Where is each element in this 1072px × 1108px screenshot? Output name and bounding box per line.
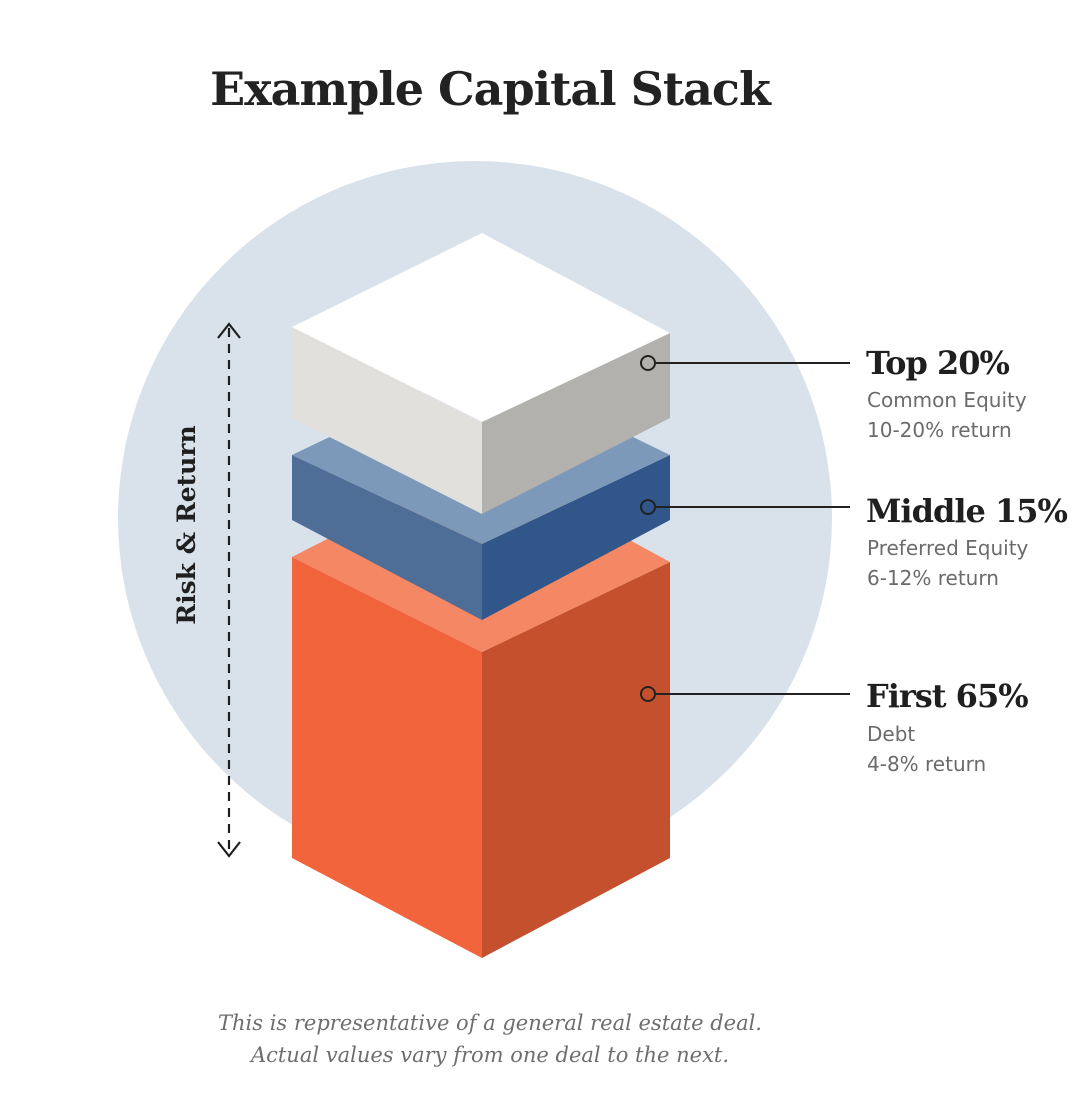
common-block-top-face: [292, 233, 670, 422]
common-equity-block: [292, 233, 670, 514]
debt-block-left-face: [292, 557, 482, 958]
risk-return-axis: Risk & Return: [170, 322, 241, 858]
layer-return-top: 10-20% return: [867, 418, 1012, 442]
label-common-equity: Top 20% Common Equity 10-20% return: [866, 344, 1027, 442]
label-debt: First 65% Debt 4-8% return: [866, 677, 1029, 776]
layer-heading-first: First 65%: [866, 677, 1028, 715]
common-block-left-face: [292, 327, 482, 514]
marker-dot-first: [640, 686, 656, 702]
layer-type-middle: Preferred Equity: [867, 536, 1029, 560]
leader-first: [640, 686, 850, 702]
footnote-line-1: This is representative of a general real…: [218, 1011, 762, 1035]
marker-dot-top: [640, 355, 656, 371]
label-preferred-equity: Middle 15% Preferred Equity 6-12% return: [866, 492, 1069, 590]
layer-heading-middle: Middle 15%: [866, 492, 1068, 530]
leader-top: [640, 355, 850, 371]
layer-heading-top: Top 20%: [866, 344, 1010, 382]
leader-middle: [640, 499, 850, 515]
arrow-up-icon: [217, 322, 241, 339]
preferred-block-left-face: [292, 455, 482, 620]
marker-dot-middle: [640, 499, 656, 515]
footnote-line-2: Actual values vary from one deal to the …: [249, 1043, 729, 1067]
debt-block-right-face: [482, 562, 670, 958]
arrow-down-icon: [217, 841, 241, 858]
debt-block: [292, 460, 670, 958]
layer-return-middle: 6-12% return: [867, 566, 999, 590]
axis-label-backdrop: [170, 415, 206, 635]
layer-type-top: Common Equity: [867, 388, 1027, 412]
layer-type-first: Debt: [867, 722, 915, 746]
layer-return-first: 4-8% return: [867, 752, 986, 776]
risk-return-label: Risk & Return: [172, 425, 201, 624]
preferred-block-right-face: [482, 455, 670, 620]
common-block-right-face: [482, 333, 670, 514]
page-title: Example Capital Stack: [210, 62, 772, 116]
